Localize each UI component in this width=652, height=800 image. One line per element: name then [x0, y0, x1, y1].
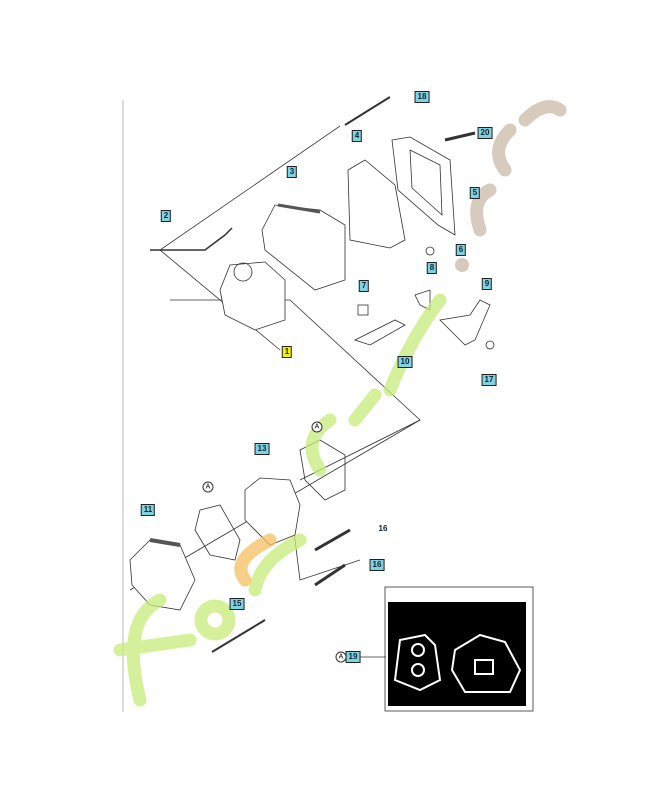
callout-8[interactable]: 8 — [426, 262, 438, 274]
marker-a: A — [335, 651, 347, 663]
inset-gasket-kit — [388, 602, 526, 706]
callout-16-box[interactable]: 16 — [369, 559, 385, 571]
bolt-18 — [344, 96, 391, 126]
callout-6[interactable]: 6 — [455, 244, 467, 256]
callout-17[interactable]: 17 — [481, 374, 497, 386]
filter-5 — [391, 136, 456, 236]
carburetor-1 — [219, 261, 286, 331]
callout-16: 16 — [378, 524, 388, 533]
part-10 — [353, 319, 406, 346]
callout-10[interactable]: 10 — [397, 356, 413, 368]
nut-6 — [425, 246, 435, 256]
marker-a: A — [311, 421, 323, 433]
screw-17 — [485, 340, 495, 350]
callout-1[interactable]: 1 — [281, 346, 293, 358]
callout-4[interactable]: 4 — [351, 130, 363, 142]
watermark — [113, 100, 567, 707]
rod-2 — [150, 227, 233, 251]
callout-13[interactable]: 13 — [254, 443, 270, 455]
gasket-A2 — [194, 504, 241, 561]
part-7 — [357, 304, 369, 316]
callout-3[interactable]: 3 — [286, 166, 298, 178]
callout-11[interactable]: 11 — [140, 504, 156, 516]
assembly-lines — [159, 125, 421, 481]
callout-18[interactable]: 18 — [414, 91, 430, 103]
callout-2[interactable]: 2 — [160, 210, 172, 222]
callout-20[interactable]: 20 — [477, 127, 493, 139]
callout-5[interactable]: 5 — [469, 187, 481, 199]
callout-9[interactable]: 9 — [481, 278, 493, 290]
callout-7[interactable]: 7 — [358, 280, 370, 292]
callout-15[interactable]: 15 — [229, 598, 245, 610]
callout-19[interactable]: 19 — [345, 651, 361, 663]
marker-a: A — [202, 481, 214, 493]
flange-13 — [244, 477, 301, 546]
lever-9 — [439, 299, 491, 346]
gasket-4 — [347, 159, 406, 249]
